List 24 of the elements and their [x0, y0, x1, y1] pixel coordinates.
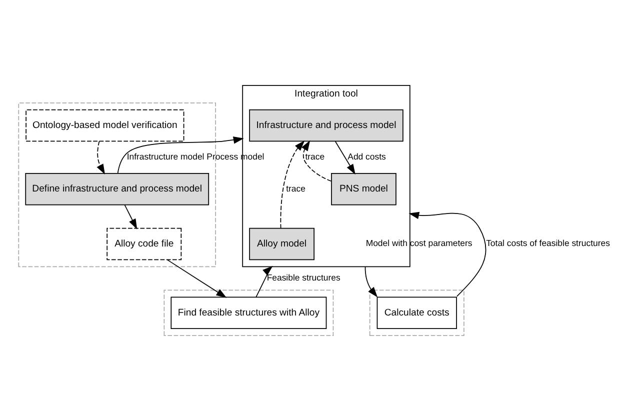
arrow: [408, 211, 486, 296]
arrow: [302, 140, 332, 182]
edge-label: Feasible structures: [266, 272, 340, 282]
node-box: Calculate costs: [376, 296, 457, 328]
node-box: Alloy code file: [106, 227, 182, 260]
node-box: PNS model: [331, 172, 396, 205]
node-box: Alloy model: [249, 227, 314, 260]
node-box: Find feasible structures with Alloy: [170, 296, 327, 328]
node-box: Infrastructure and process model: [249, 108, 404, 142]
arrow: [124, 204, 138, 229]
arrow: [166, 258, 227, 298]
cluster: [369, 289, 464, 336]
edge-label: trace: [286, 182, 306, 193]
arrow: [256, 265, 273, 298]
arrow: [280, 140, 305, 228]
node-box: Define infrastructure and process model: [25, 172, 210, 205]
arrow: [96, 140, 106, 174]
arrow: [117, 136, 244, 174]
edge-label: Add costs: [348, 151, 386, 162]
edge-label: Total costs of feasible structures: [486, 238, 610, 248]
edge-label: trace: [305, 151, 325, 162]
arrow: [364, 266, 378, 297]
arrow: [334, 140, 356, 174]
node-box: Ontology-based model verification: [26, 108, 184, 142]
